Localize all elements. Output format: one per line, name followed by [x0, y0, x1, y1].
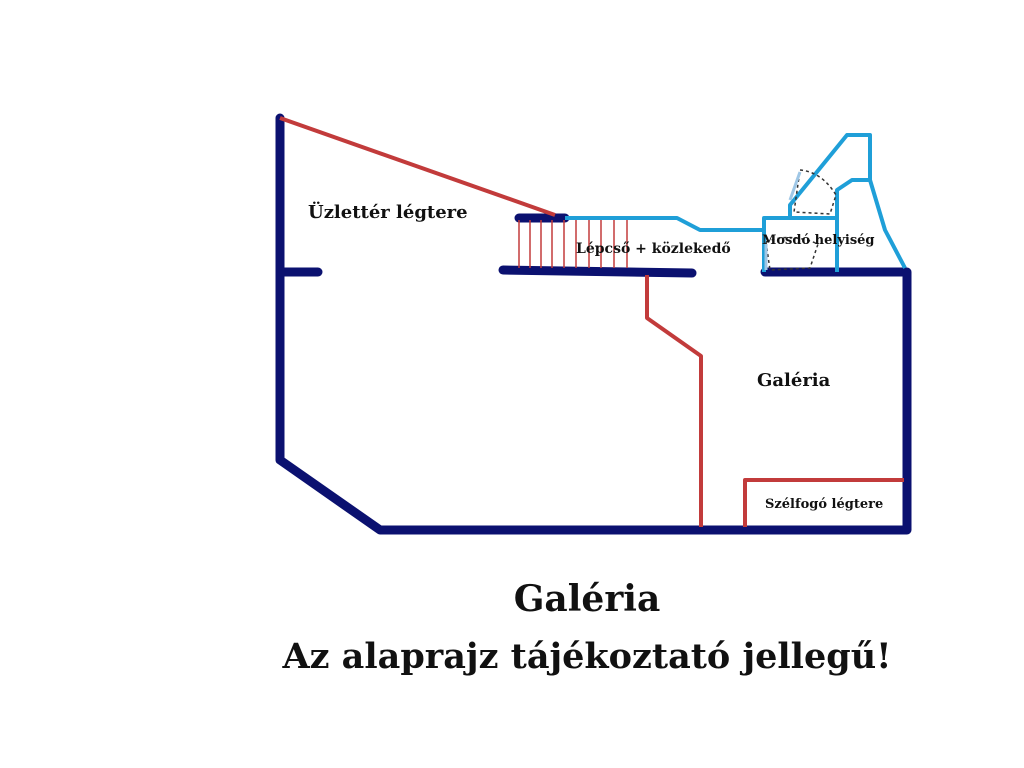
gallery-partition [645, 275, 703, 527]
outer-walls [275, 113, 912, 535]
label-stairs-corridor: Lépcső + közlekedő [576, 241, 731, 257]
caption-title: Galéria [513, 578, 661, 620]
door-swing-lower [765, 236, 819, 271]
stair-shaft-inner [835, 178, 870, 218]
label-shop-airspace: Üzlettér légtere [308, 200, 468, 223]
corridor-upper-wall [565, 216, 764, 232]
door-swings [765, 169, 837, 271]
label-vestibule-airspace: Szélfogó légtere [765, 497, 883, 512]
label-gallery: Galéria [757, 370, 831, 391]
vestibule-partition [743, 478, 904, 527]
door-swing-upper [793, 169, 837, 215]
caption-note: Az alaprajz tájékoztató jellegű! [282, 636, 892, 677]
shop-airspace-edge [279, 116, 556, 217]
corridor-floor-edge [498, 265, 697, 278]
stair-treads [518, 220, 628, 268]
restroom-outline [762, 216, 839, 272]
main-outer-wall [275, 113, 912, 535]
door-leaves [764, 171, 802, 270]
label-restroom: Mosdó helyiség [762, 233, 875, 248]
stair-shaft-outline [788, 133, 907, 269]
upper-level-walls [565, 133, 907, 272]
inner-partitions [279, 116, 904, 527]
